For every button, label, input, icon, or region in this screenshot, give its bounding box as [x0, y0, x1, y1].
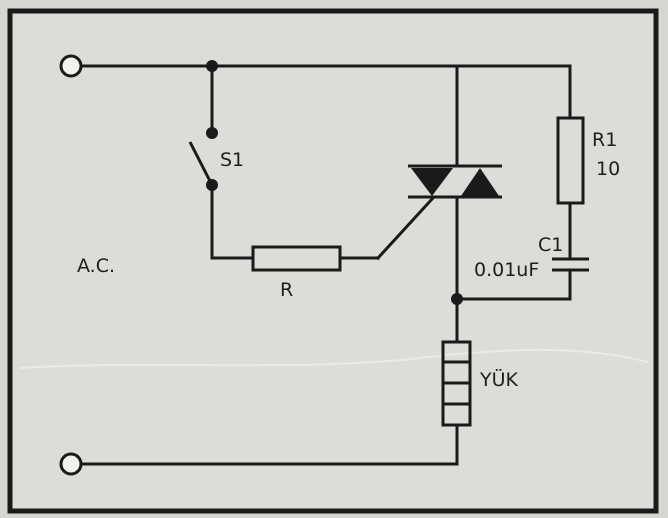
junction-switch-top: [206, 60, 218, 72]
switch-contact-top: [206, 127, 218, 139]
resistor-r-body: [251, 245, 342, 272]
label-c1-value: 0.01uF: [474, 259, 539, 281]
paper-crease: [19, 348, 649, 369]
ac-terminal-bottom: [59, 452, 83, 476]
label-s1: S1: [220, 149, 244, 171]
label-r1: R1: [592, 129, 617, 151]
ac-terminal-top: [59, 54, 83, 78]
diagram-frame: [7, 8, 659, 514]
label-r1-value: 10: [596, 158, 620, 180]
junction-capacitor-return: [451, 293, 463, 305]
triac-symbol: [408, 164, 502, 199]
label-ac: A.C.: [77, 255, 115, 277]
label-load: YÜK: [479, 368, 519, 391]
switch-blade: [188, 141, 214, 186]
wire-gate-lead: [375, 195, 436, 261]
label-r: R: [280, 279, 293, 301]
label-c1: C1: [538, 234, 563, 256]
triac-diode-down: [411, 168, 453, 196]
triac-diode-up: [461, 168, 499, 196]
